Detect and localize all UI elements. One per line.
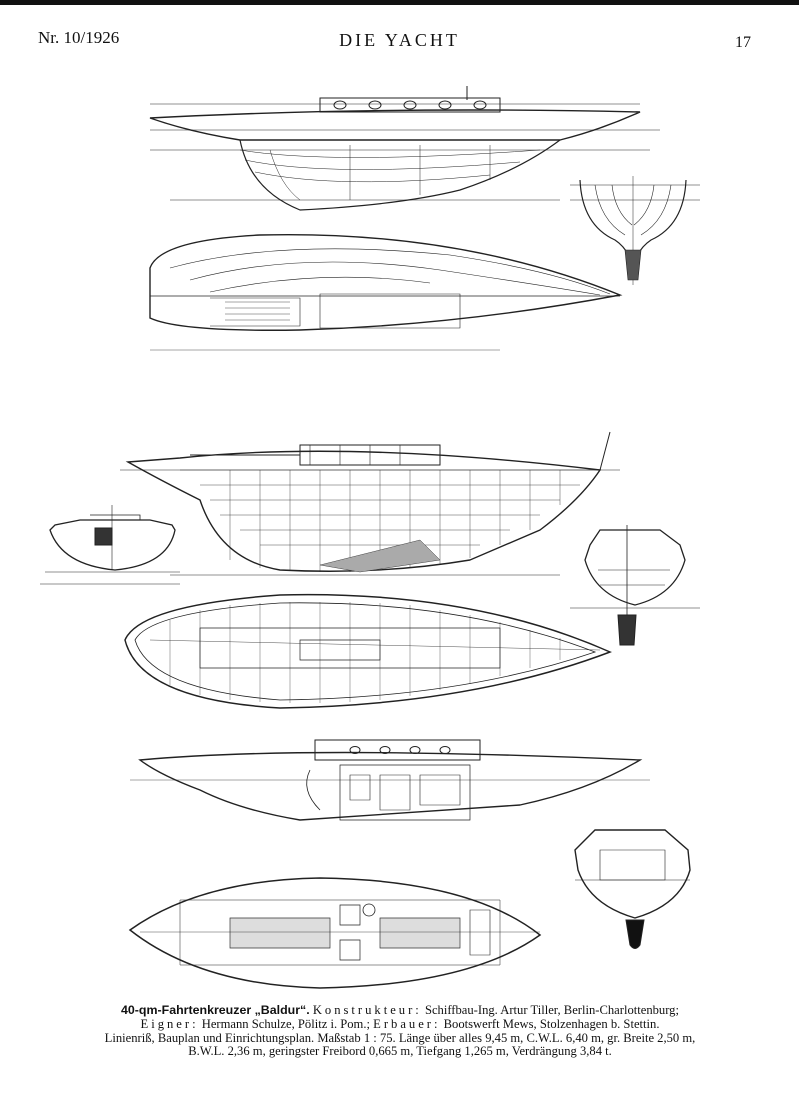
caption-vessel: 40-qm-Fahrtenkreuzer „Baldur“.: [121, 1003, 310, 1017]
caption-owner-label: Eigner:: [140, 1016, 199, 1031]
caption-line-2: Eigner: Hermann Schulze, Pölitz i. Pom.;…: [40, 1016, 760, 1032]
construction-profile: [120, 431, 620, 576]
construction-section-right: [570, 525, 700, 646]
body-plan: [570, 176, 700, 285]
issue-number: Nr. 10/1926: [38, 28, 120, 47]
caption-line-3: Linienriß, Bauplan und Einrichtungsplan.…: [104, 1030, 696, 1045]
page-number: 17: [735, 34, 751, 51]
accommodation-plan: [128, 877, 542, 989]
caption-builder: Bootswerft Mews, Stolzenhagen b. Stettin…: [443, 1016, 660, 1031]
caption-designer-label: Konstrukteur:: [312, 1003, 422, 1017]
accommodation-profile: [130, 739, 650, 821]
caption-line-1: 40-qm-Fahrtenkreuzer „Baldur“. Konstrukt…: [40, 1003, 760, 1018]
caption-owner: Hermann Schulze, Pölitz i. Pom.;: [201, 1016, 370, 1031]
caption-designer: Schiffbau-Ing. Artur Tiller, Berlin-Char…: [424, 1003, 679, 1017]
top-rule: [0, 0, 799, 5]
accommodation-section: [574, 829, 691, 949]
lines-plan-profile: [149, 86, 660, 211]
caption-line-4: B.W.L. 2,36 m, geringster Freibord 0,665…: [188, 1044, 612, 1059]
figure-caption: 40-qm-Fahrtenkreuzer „Baldur“. Konstrukt…: [40, 1003, 760, 1059]
construction-midship-section: [40, 505, 180, 585]
caption-builder-label: Erbauer:: [373, 1016, 441, 1031]
lines-plan-half-breadth: [149, 233, 623, 351]
construction-deck-plan: [124, 593, 612, 709]
journal-title: DIE YACHT: [339, 30, 460, 50]
